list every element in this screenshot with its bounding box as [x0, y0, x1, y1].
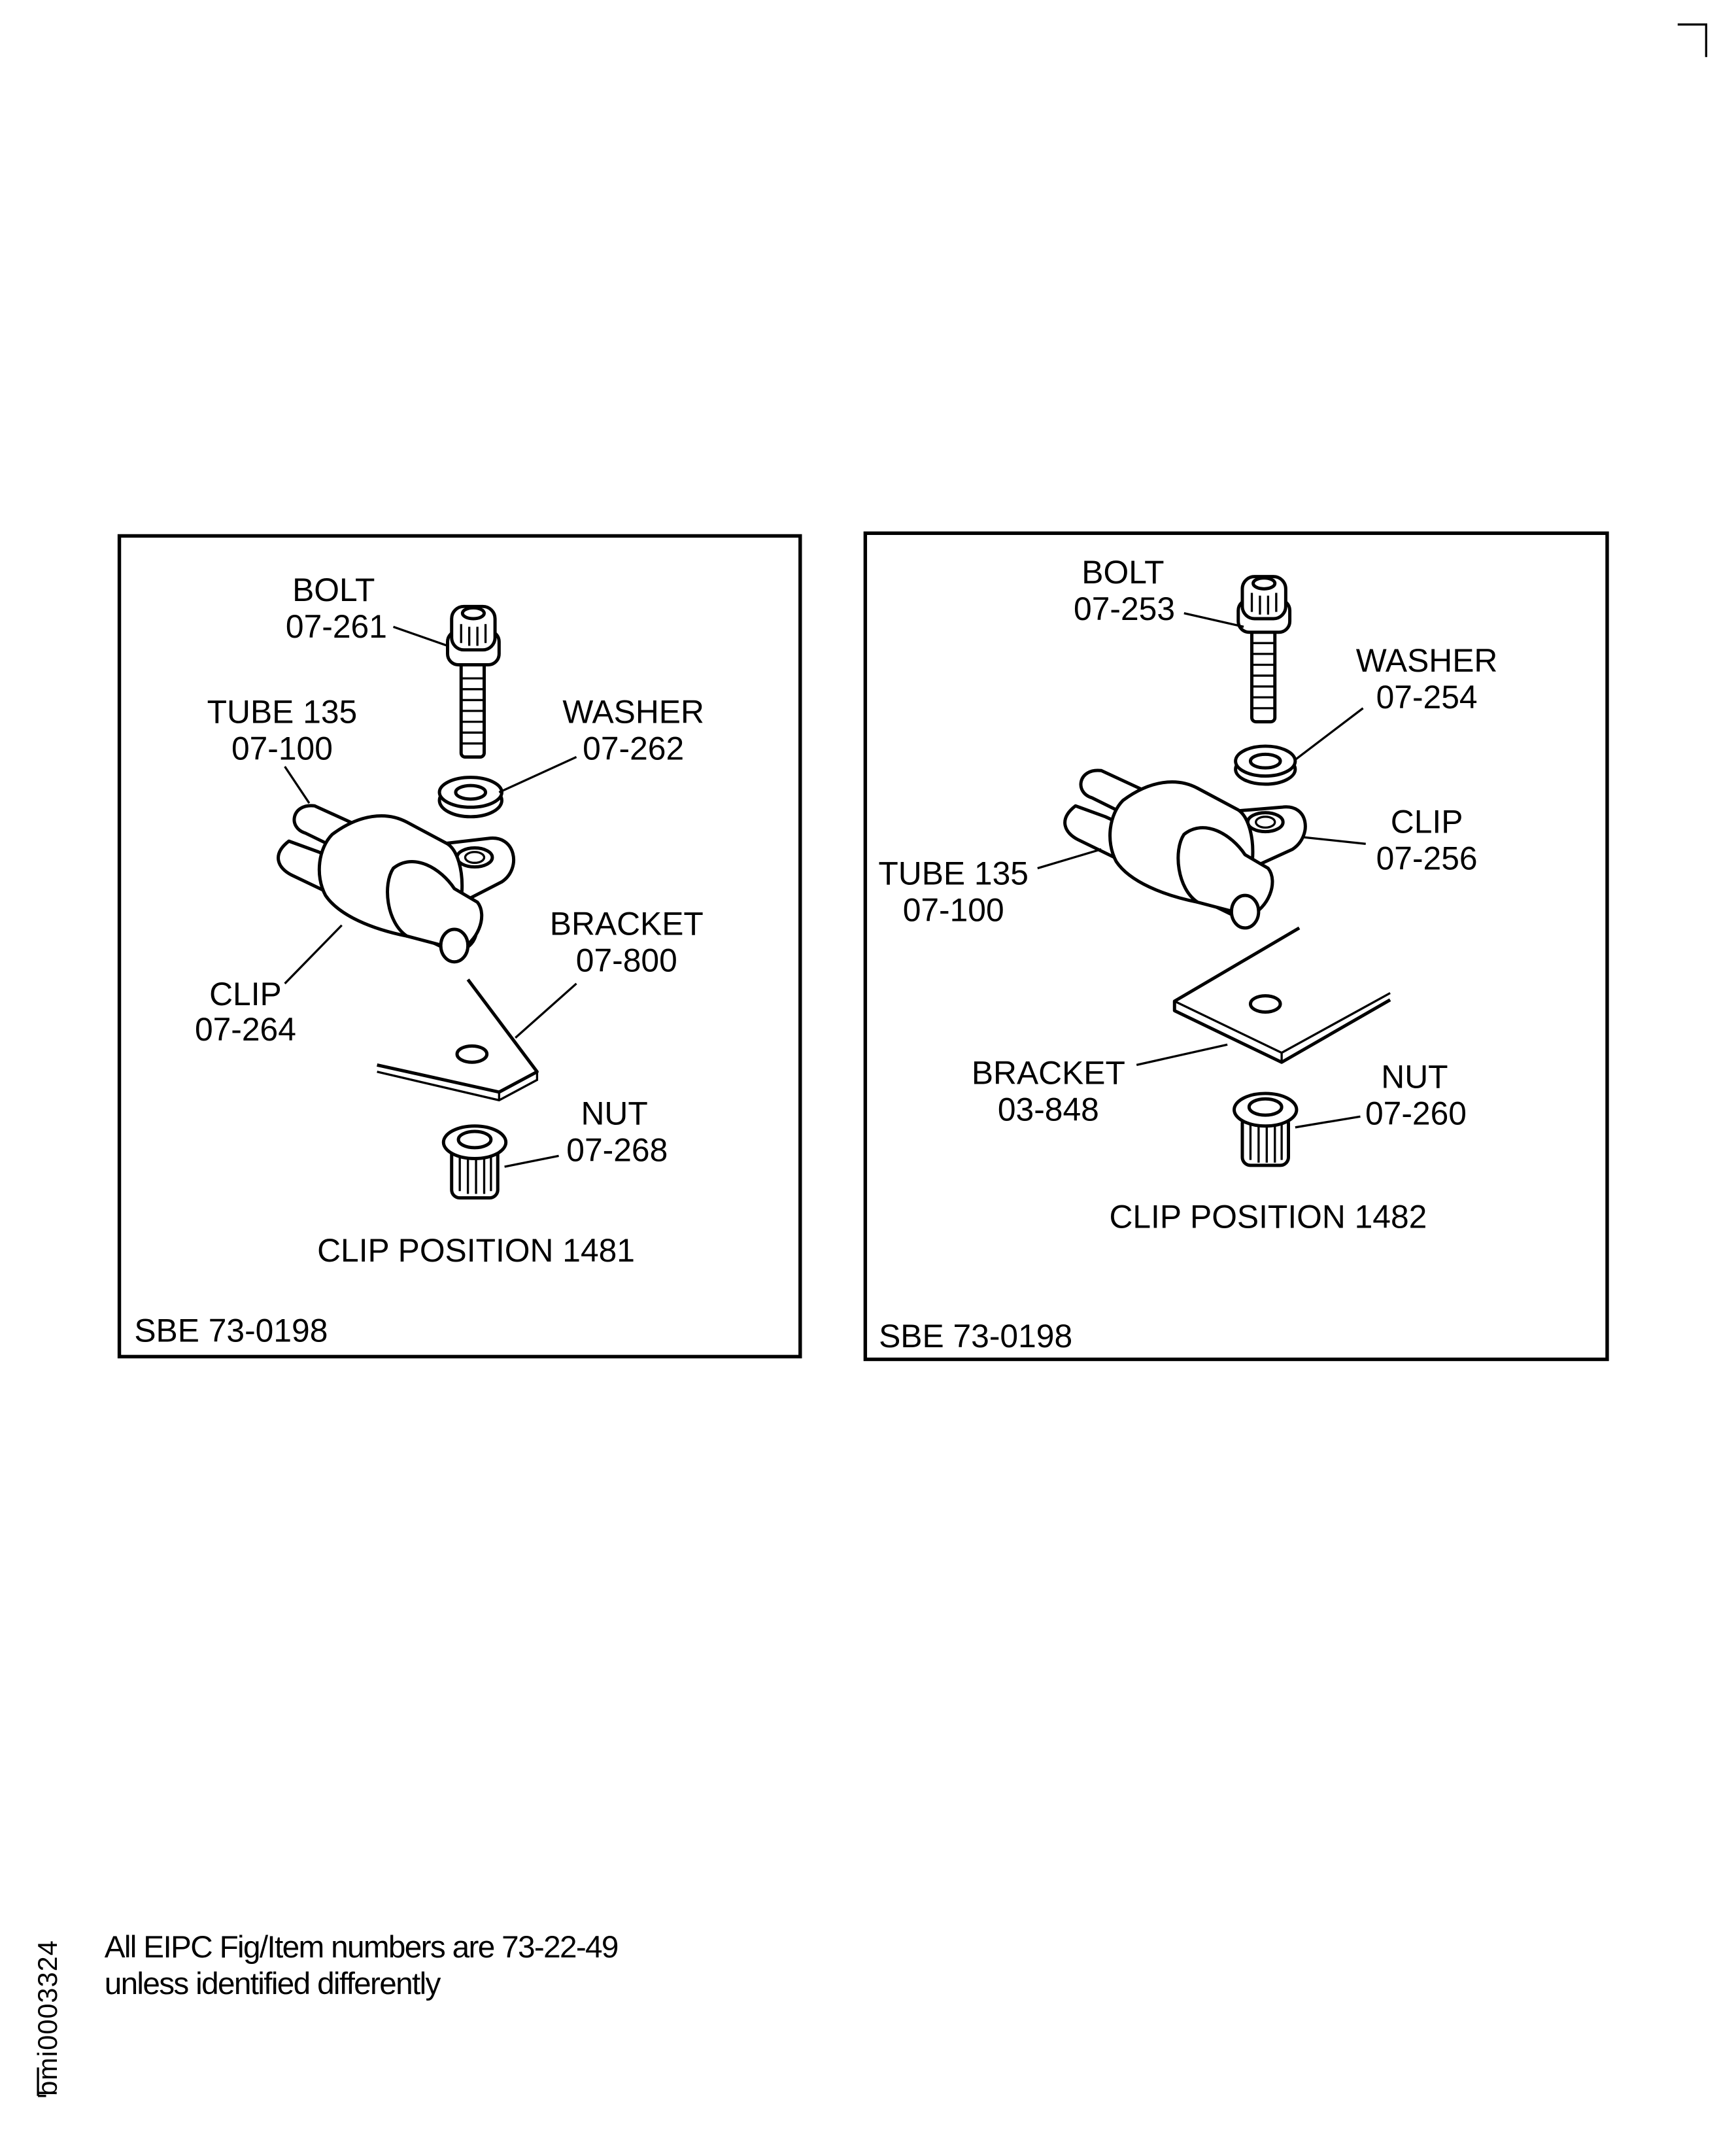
panel-clip-position-1481: BOLT 07-261 TUBE 135 07-100 WASHER 07-26…	[117, 534, 802, 1359]
leader-washer	[498, 756, 577, 793]
image-id-bracket	[37, 2067, 46, 2097]
leader-bolt	[1183, 612, 1244, 628]
image-id: bmi0003324	[32, 1940, 63, 2096]
bracket-drawing	[1172, 926, 1391, 1064]
washer-drawing	[437, 776, 503, 819]
clip-label: CLIP	[1391, 804, 1463, 840]
leader-bracket	[515, 982, 577, 1039]
panel-frame	[117, 534, 802, 1359]
bolt-number: 07-253	[1074, 591, 1175, 627]
clip-label: CLIP	[209, 976, 282, 1012]
tube-clip-drawing	[277, 804, 515, 964]
bracket-label: BRACKET	[972, 1054, 1125, 1091]
nut-number: 07-268	[566, 1132, 668, 1169]
leader-nut	[504, 1154, 559, 1168]
corner-crop-mark	[1677, 23, 1708, 58]
leader-nut	[1295, 1115, 1361, 1129]
bracket-number: 07-800	[576, 942, 677, 978]
tube-number: 07-100	[231, 731, 333, 767]
bracket-number: 03-848	[998, 1091, 1099, 1127]
clip-number: 07-264	[195, 1011, 296, 1048]
washer-label: WASHER	[1356, 642, 1498, 679]
tube-clip-drawing	[1063, 768, 1307, 930]
leader-bolt	[392, 625, 449, 647]
panel-reference: SBE 73-0198	[879, 1318, 1072, 1354]
tube-label: TUBE 135	[207, 694, 358, 731]
panel-caption: CLIP POSITION 1482	[1109, 1198, 1427, 1235]
bolt-number: 07-261	[286, 608, 387, 645]
tube-label: TUBE 135	[878, 855, 1029, 892]
nut-drawing	[1233, 1092, 1299, 1167]
bolt-drawing	[446, 604, 501, 759]
leader-washer	[1294, 707, 1364, 761]
bolt-label: BOLT	[1081, 554, 1164, 591]
nut-label: NUT	[581, 1095, 647, 1132]
bracket-drawing	[377, 978, 539, 1102]
nut-drawing	[441, 1124, 508, 1200]
panel-caption: CLIP POSITION 1481	[317, 1232, 635, 1269]
bracket-label: BRACKET	[550, 905, 704, 942]
panel-reference: SBE 73-0198	[134, 1313, 328, 1349]
footer-note-line-2: unless identified differently	[105, 1967, 441, 2001]
leader-clip	[284, 924, 343, 985]
washer-number: 07-254	[1376, 679, 1478, 715]
clip-number: 07-256	[1376, 840, 1478, 877]
bolt-label: BOLT	[292, 572, 375, 608]
nut-number: 07-260	[1365, 1095, 1467, 1132]
washer-drawing	[1234, 744, 1297, 786]
nut-label: NUT	[1381, 1059, 1448, 1095]
panel-frame	[863, 531, 1609, 1362]
bolt-drawing	[1236, 575, 1292, 724]
footer: All EIPC Fig/Item numbers are 73-22-49 u…	[32, 1930, 619, 2097]
panel-clip-position-1482: BOLT 07-253 WASHER 07-254 CLIP 07-256 TU…	[863, 531, 1609, 1362]
leader-tube	[1037, 848, 1102, 870]
leader-tube	[284, 766, 311, 804]
washer-number: 07-262	[583, 731, 684, 767]
leader-clip	[1302, 836, 1366, 845]
leader-bracket	[1136, 1043, 1228, 1067]
footer-note-line-1: All EIPC Fig/Item numbers are 73-22-49	[105, 1930, 618, 1965]
washer-label: WASHER	[562, 694, 704, 731]
tube-number: 07-100	[903, 892, 1004, 929]
